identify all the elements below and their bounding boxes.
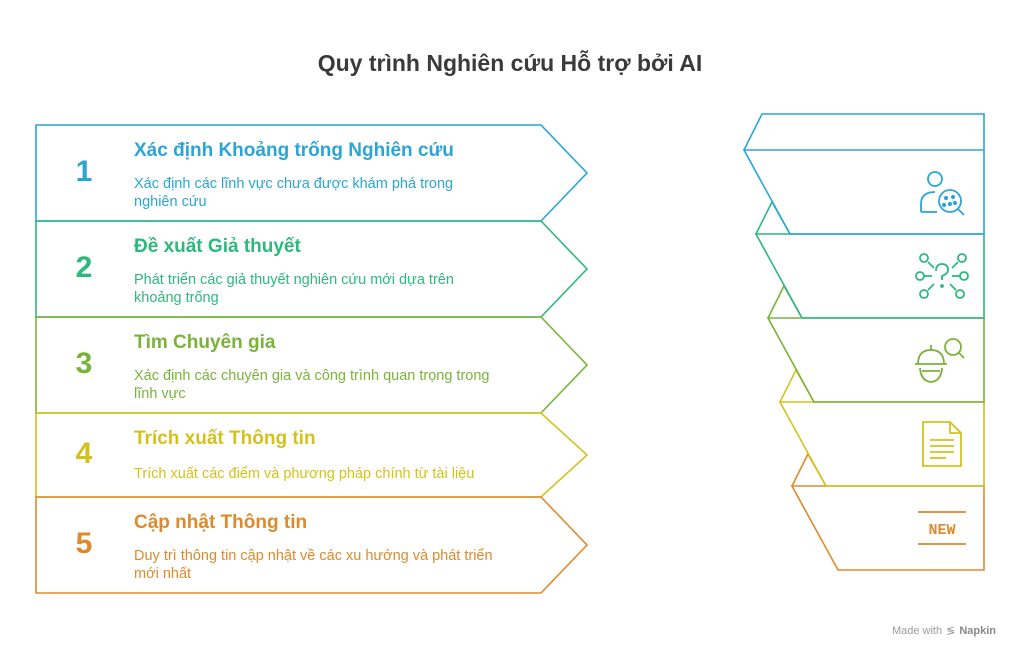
step-4-number: 4 — [75, 437, 93, 470]
ribbon-panel-3 — [766, 284, 985, 403]
step-3-description: Xác định các chuyên gia và công trình qu… — [134, 368, 490, 402]
step-5-arrow — [35, 496, 589, 594]
step-2-arrow — [35, 220, 589, 318]
step-5-number: 5 — [75, 527, 93, 560]
document-icon — [922, 421, 962, 467]
step-3-number: 3 — [75, 347, 93, 380]
step-5-description: Duy trì thông tin cập nhật về các xu hướ… — [134, 548, 493, 582]
napkin-logo-icon: ≶ — [946, 625, 956, 637]
step-4-description: Trích xuất các điểm và phương pháp chính… — [134, 466, 475, 482]
new-badge-text: NEW — [928, 522, 955, 539]
step-3-title: Tìm Chuyên gia — [134, 332, 276, 353]
footer-brand: Napkin — [959, 624, 996, 637]
footer-made-with: Made with — [891, 624, 943, 637]
step-2-number: 2 — [75, 251, 93, 284]
expert-search-icon — [915, 338, 965, 383]
step-3-arrow — [35, 316, 589, 414]
step-1-arrow — [35, 124, 589, 222]
ribbon-panel-4 — [778, 368, 985, 487]
ribbon-panel-1 — [742, 113, 985, 235]
step-1-number: 1 — [75, 155, 93, 188]
diagram-title: Quy trình Nghiên cứu Hỗ trợ bởi AI — [317, 50, 703, 76]
step-4-arrow — [35, 412, 589, 498]
step-4-title: Trích xuất Thông tin — [134, 428, 316, 449]
step-2-description: Phát triển các giả thuyết nghiên cứu mới… — [134, 272, 454, 306]
footer-attribution: Made with ≶ Napkin — [891, 624, 996, 638]
step-1-title: Xác định Khoảng trống Nghiên cứu — [134, 140, 454, 161]
step-5-title: Cập nhật Thông tin — [134, 512, 308, 533]
researcher-search-icon — [920, 171, 965, 216]
step-1-description: Xác định các lĩnh vực chưa được khám phá… — [134, 176, 454, 210]
ribbon-panel-2 — [754, 200, 985, 319]
new-badge-icon: NEW — [918, 511, 966, 545]
step-2-title: Đề xuất Giả thuyết — [134, 236, 301, 257]
hypothesis-network-icon — [915, 253, 969, 299]
